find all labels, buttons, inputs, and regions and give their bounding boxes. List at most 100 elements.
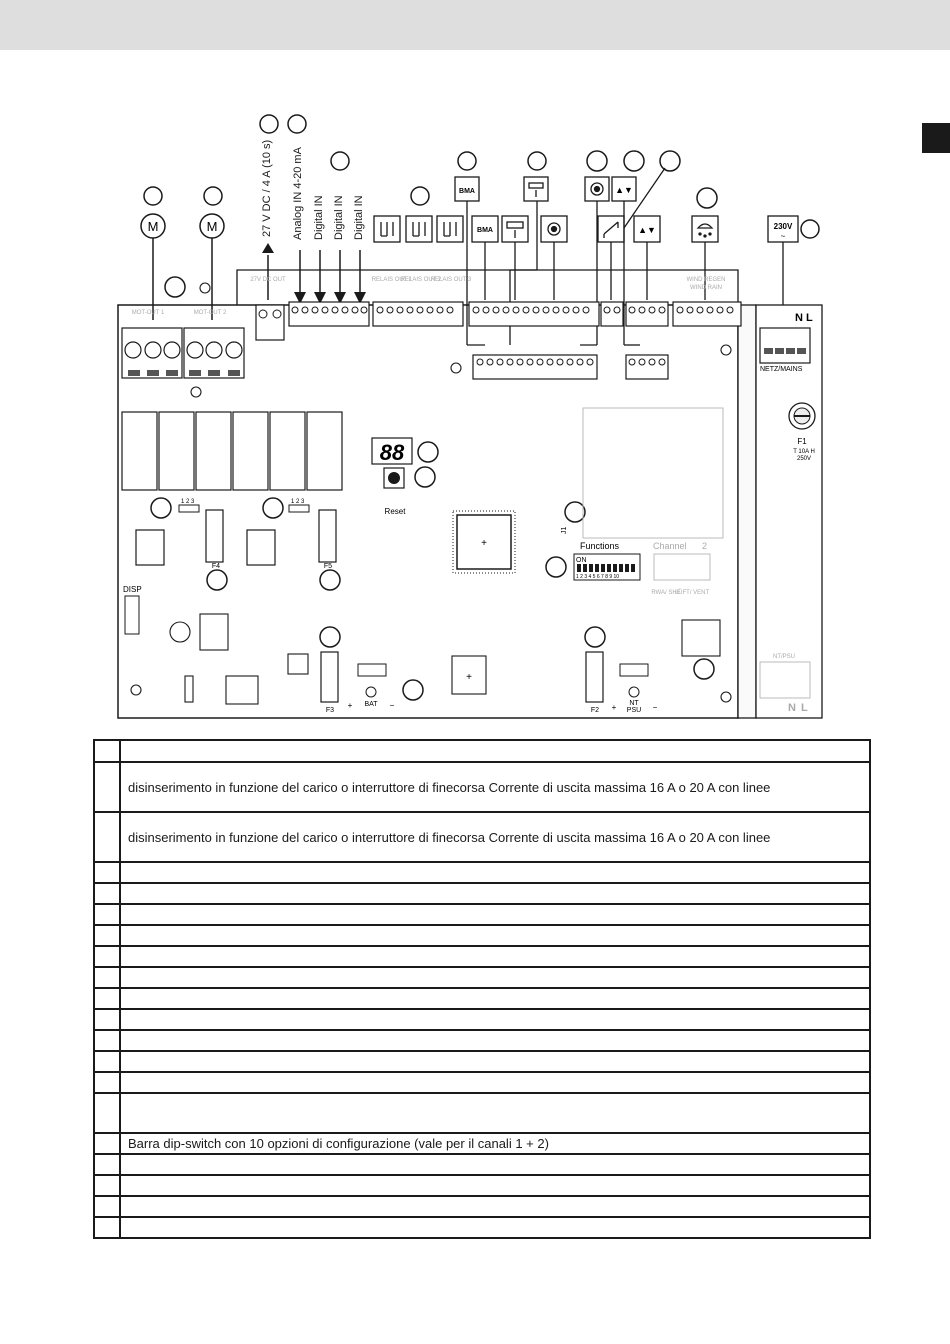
- table-row: [93, 903, 871, 926]
- table-row: disinserimento in funzione del carico o …: [93, 761, 871, 813]
- row-description: [119, 987, 871, 1010]
- fuse-f5-label: F5: [324, 563, 332, 570]
- row-number-cell: [93, 761, 121, 813]
- dip-switch-functions: Functions J1 ON 1 2 3 4 5 6 7 8 9 10: [561, 527, 641, 581]
- svg-text:F1: F1: [797, 437, 807, 446]
- row-description: [119, 1050, 871, 1073]
- svg-text:T 10A H: T 10A H: [793, 449, 815, 455]
- svg-text:RELAIS OUT 1: RELAIS OUT 1: [372, 277, 413, 283]
- sensor-icon-1: [584, 176, 610, 202]
- row-description: [119, 739, 871, 763]
- svg-text:+: +: [348, 701, 353, 710]
- row-description: [119, 924, 871, 947]
- svg-text:1 2 3 4 5 6 7 8 9 10: 1 2 3 4 5 6 7 8 9 10: [576, 574, 619, 580]
- row-description: [119, 882, 871, 905]
- row-description: [119, 903, 871, 926]
- dip-switch-channel-2: Channel 2 RWA/ SHE LÜFT/ VENT: [651, 541, 711, 596]
- svg-text:Reset: Reset: [385, 507, 407, 516]
- svg-text:PSU: PSU: [627, 707, 641, 714]
- row-description: [119, 945, 871, 968]
- svg-text:RELAIS OUT 2: RELAIS OUT 2: [401, 277, 442, 283]
- table-row: [93, 882, 871, 905]
- row-description: [119, 1092, 871, 1134]
- svg-text:▲▼: ▲▼: [638, 225, 656, 235]
- row-description: [119, 1216, 871, 1239]
- jumper-block-1: 1 2 3: [178, 499, 200, 513]
- row-number-cell: [93, 1174, 121, 1197]
- table-row: disinserimento in funzione del carico o …: [93, 811, 871, 863]
- table-row: [93, 1050, 871, 1073]
- svg-text:−: −: [653, 703, 658, 712]
- svg-text:LÜFT/ VENT: LÜFT/ VENT: [675, 589, 710, 596]
- svg-text:F3: F3: [326, 707, 334, 714]
- row-number-cell: [93, 811, 121, 863]
- table-row: Barra dip-switch con 10 opzioni di confi…: [93, 1132, 871, 1155]
- table-row: [93, 1092, 871, 1134]
- seven-segment-display: 88: [371, 437, 413, 465]
- table-row: [93, 1008, 871, 1031]
- cpu-chip: +: [452, 510, 516, 574]
- table-row: [93, 966, 871, 989]
- row-number-cell: [93, 739, 121, 763]
- up-down-icon-1: ▲▼: [611, 176, 637, 202]
- row-number-cell: [93, 1050, 121, 1073]
- svg-text:N: N: [795, 312, 803, 324]
- row-description: [119, 966, 871, 989]
- svg-text:N: N: [788, 702, 796, 714]
- svg-text:NETZ/MAINS: NETZ/MAINS: [760, 366, 803, 373]
- row-number-cell: [93, 1092, 121, 1134]
- table-row: [93, 1153, 871, 1176]
- svg-text:MOT-OUT 1: MOT-OUT 1: [132, 310, 165, 316]
- row-number-cell: [93, 987, 121, 1010]
- svg-text:2: 2: [702, 541, 707, 551]
- svg-text:WIND REGEN: WIND REGEN: [687, 277, 726, 283]
- fuse-f2: F2: [585, 651, 604, 714]
- row-number-cell: [93, 882, 121, 905]
- svg-text:▲▼: ▲▼: [615, 185, 633, 195]
- svg-text:230V: 230V: [774, 222, 793, 231]
- svg-text:M: M: [148, 219, 159, 234]
- fuse-f4-label: F4: [212, 563, 220, 570]
- row-number-cell: [93, 1132, 121, 1155]
- svg-text:+: +: [466, 672, 472, 683]
- sensor-icon-2: [540, 215, 568, 243]
- relay-symbols: [373, 215, 464, 243]
- reset-button[interactable]: Reset: [383, 467, 407, 516]
- svg-text:BAT: BAT: [364, 701, 378, 708]
- description-table: disinserimento in funzione del carico o …: [93, 739, 871, 1239]
- table-row: [93, 1029, 871, 1052]
- mains-terminal: N L NETZ/MAINS: [759, 312, 813, 373]
- svg-text:J1: J1: [561, 527, 568, 535]
- psu-connector: NT PSU + −: [612, 663, 658, 714]
- svg-text:RWA/ SHE: RWA/ SHE: [651, 590, 680, 596]
- page-tab-marker: [922, 123, 950, 153]
- row-number-cell: [93, 945, 121, 968]
- svg-text:1 2 3: 1 2 3: [181, 499, 195, 505]
- table-row: [93, 945, 871, 968]
- svg-text:BMA: BMA: [459, 188, 475, 195]
- row-number-cell: [93, 1008, 121, 1031]
- row-number-cell: [93, 903, 121, 926]
- svg-text:L: L: [801, 702, 808, 714]
- table-row: [93, 1174, 871, 1197]
- row-number-cell: [93, 966, 121, 989]
- row-number-cell: [93, 1195, 121, 1218]
- svg-text:RELAIS OUT 3: RELAIS OUT 3: [431, 277, 472, 283]
- nt-psu-terminal: NT/PSU N L: [759, 654, 811, 714]
- svg-text:M: M: [207, 219, 218, 234]
- svg-text:~: ~: [781, 232, 786, 241]
- detector-icon-1: [523, 176, 549, 202]
- weather-icon: [691, 215, 719, 243]
- row-number-cell: [93, 861, 121, 884]
- svg-text:ON: ON: [576, 557, 587, 564]
- callout-circles: [143, 114, 820, 701]
- header-band: [0, 0, 950, 50]
- row-number-cell: [93, 1071, 121, 1094]
- table-row: [93, 1216, 871, 1239]
- row-description: [119, 1029, 871, 1052]
- row-description: [119, 1071, 871, 1094]
- battery-connector: BAT + −: [348, 663, 395, 710]
- row-description: [119, 1195, 871, 1218]
- svg-text:Channel: Channel: [653, 541, 687, 551]
- svg-text:250V: 250V: [797, 456, 811, 462]
